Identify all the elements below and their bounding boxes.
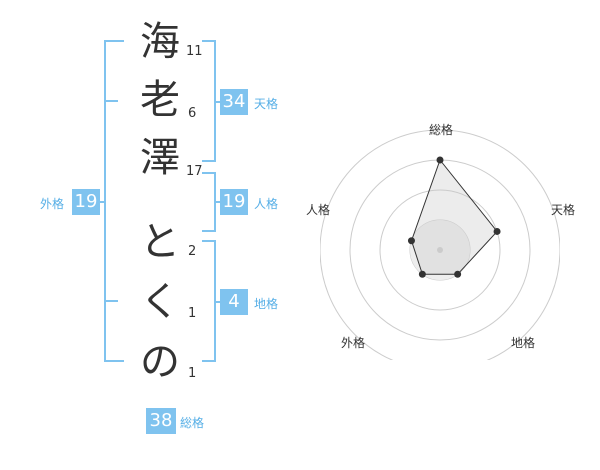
gaikaku-bracket-tick (104, 100, 118, 102)
radar-grid-ring (379, 189, 501, 311)
name-char-3: 澤 (140, 135, 180, 181)
tenkaku-badge: 34 (220, 89, 248, 115)
name-char-6: の (140, 339, 180, 385)
radar-score-point-1 (436, 156, 444, 164)
soukaku-label: 総格 (180, 416, 205, 430)
radar-score-point-2 (493, 227, 501, 235)
radar-axis-label-tenkaku: 天格 (551, 203, 576, 217)
stroke-count-6: 1 (188, 366, 197, 381)
radar-axis-label-jinkaku: 人格 (306, 203, 331, 217)
gaikaku-bracket (104, 40, 124, 362)
stroke-count-3: 17 (186, 164, 203, 179)
jinkaku-label: 人格 (254, 197, 279, 211)
radar-axis-label-gaikaku: 外格 (341, 336, 366, 350)
gaikaku-badge: 19 (72, 189, 100, 215)
name-char-5: く (140, 279, 180, 325)
stroke-count-2: 6 (188, 106, 197, 121)
name-char-4: と (140, 219, 180, 265)
jinkaku-connector (214, 201, 222, 203)
stroke-count-4: 2 (188, 244, 197, 259)
radar-center-dot (437, 247, 443, 253)
radar-score-point-4 (418, 270, 426, 278)
radar-score-point-3 (454, 270, 462, 278)
tenkaku-connector (214, 101, 222, 103)
name-char-1: 海 (140, 19, 180, 65)
tenkaku-label: 天格 (254, 97, 279, 111)
radar-axis-label-soukaku: 総格 (429, 123, 454, 137)
radar-score-polygon (410, 158, 498, 275)
jinkaku-badge: 19 (220, 189, 248, 215)
stroke-count-5: 1 (188, 306, 197, 321)
soukaku-badge: 38 (146, 408, 176, 434)
radar-grid-ring (320, 129, 560, 360)
radar-chart (320, 129, 560, 360)
chikaku-badge: 4 (220, 289, 248, 315)
gaikaku-label: 外格 (40, 197, 65, 211)
radar-axis-label-chikaku: 地格 (511, 336, 536, 350)
stroke-count-1: 11 (186, 44, 203, 59)
chikaku-label: 地格 (254, 297, 279, 311)
radar-score-point-5 (407, 237, 415, 245)
name-char-2: 老 (140, 77, 180, 123)
chikaku-connector (214, 301, 222, 303)
gaikaku-connector (98, 201, 106, 203)
gaikaku-bracket-tick (104, 300, 118, 302)
